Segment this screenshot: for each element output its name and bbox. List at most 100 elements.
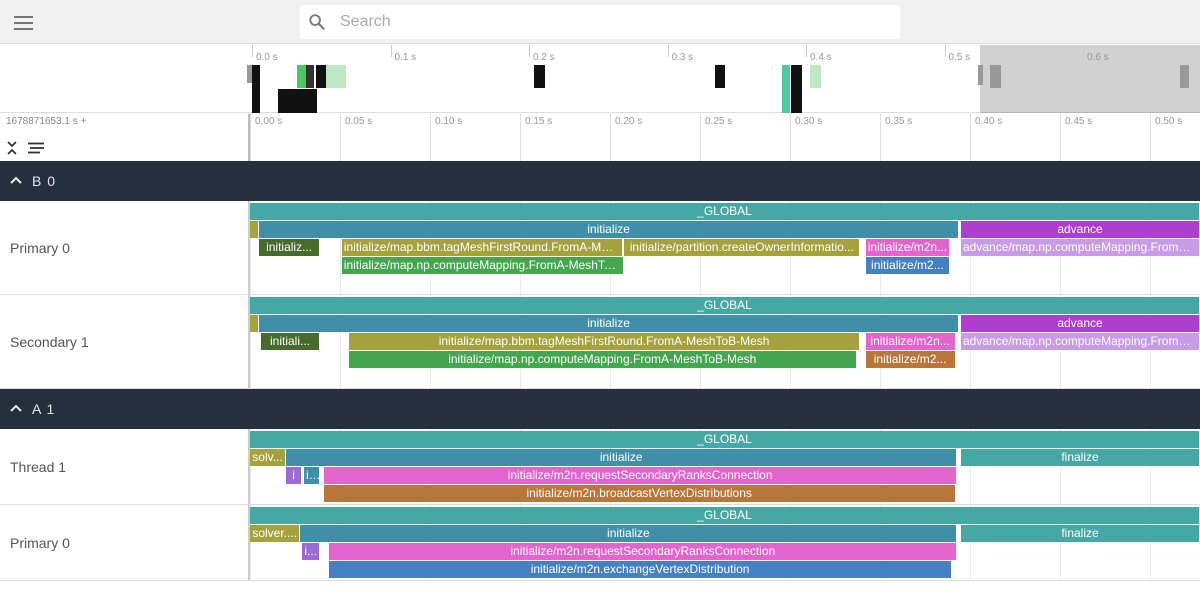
trace-slice[interactable]: initialize/map.np.computeMapping.FromA-M… (349, 351, 856, 368)
trace-slice[interactable]: _GLOBAL (250, 203, 1199, 220)
trace-slice[interactable]: initialize/map.bbm.tagMeshFirstRound.Fro… (349, 333, 860, 350)
time-axis-gridline (610, 114, 611, 161)
trace-slice[interactable]: initialize (259, 315, 959, 332)
track-gridline (1150, 429, 1151, 504)
trace-slice[interactable]: i (286, 467, 302, 484)
overview-tick (390, 45, 392, 57)
track-gridline (1060, 429, 1061, 504)
track-shell-divider (248, 505, 250, 580)
trace-slice[interactable]: _GLOBAL (250, 431, 1199, 448)
chevron-up-icon (10, 404, 22, 412)
trace-slice[interactable]: initializ... (259, 239, 320, 256)
overview-tick (667, 45, 669, 57)
trace-slice[interactable]: initialize (300, 525, 957, 542)
trace-slice[interactable]: advance (961, 315, 1199, 332)
overview-activity-block (306, 65, 314, 88)
time-axis-tick-label: 0.35 s (885, 116, 913, 127)
trace-slice[interactable]: solv... (250, 449, 285, 466)
process-header-b0[interactable]: B 0 (0, 161, 1200, 201)
track-gridline (610, 505, 611, 580)
track-shell-divider (248, 429, 250, 504)
overview-activity-block (534, 65, 545, 88)
trace-slice[interactable]: initialize/map.bbm.tagMeshFirstRound.Fro… (341, 239, 622, 256)
collapse-all-icon[interactable] (5, 140, 19, 156)
overview-activity-block (278, 89, 317, 113)
track-gridline (610, 429, 611, 504)
process-header-a1[interactable]: A 1 (0, 389, 1200, 429)
trace-slice[interactable]: finalize (961, 525, 1199, 542)
trace-slice[interactable]: i... (304, 467, 320, 484)
time-axis-gridline (430, 114, 431, 161)
thread-label: Primary 0 (10, 535, 70, 551)
axis-divider (248, 114, 250, 161)
overview-activity-block (782, 65, 790, 113)
trace-slice[interactable]: initialize/m2... (865, 257, 950, 274)
track-gridline (880, 429, 881, 504)
track-gridline (790, 505, 791, 580)
hamburger-menu-icon[interactable] (10, 12, 38, 34)
overview-tick-label: 0.4 s (810, 52, 832, 63)
time-axis-tick-label: 0.00 s (255, 116, 283, 127)
trace-slice[interactable]: initialize (259, 221, 959, 238)
track-gridline (700, 505, 701, 580)
overview-activity-block (297, 65, 307, 88)
time-axis-gridline (520, 114, 521, 161)
trace-slice[interactable]: advance (961, 221, 1199, 238)
overview-activity-block (1180, 65, 1189, 88)
top-bar (0, 0, 1200, 44)
trace-slice[interactable]: initialize/m2n.requestSecondaryRanksConn… (329, 543, 957, 560)
trace-slice[interactable]: i... (302, 543, 320, 560)
trace-slice[interactable]: _GLOBAL (250, 297, 1199, 314)
trace-slice[interactable]: finalize (961, 449, 1199, 466)
track-gridline (1060, 505, 1061, 580)
time-axis-tick-label: 0.30 s (795, 116, 823, 127)
time-axis-tick-label: 0.05 s (345, 116, 373, 127)
trace-slice[interactable]: initialize/m2n.broadcastVertexDistributi… (323, 485, 955, 502)
trace-slice[interactable]: initialize/m2n... (865, 333, 955, 350)
track-filter-icon[interactable] (27, 142, 45, 154)
trace-slice[interactable] (250, 221, 258, 238)
trace-slice[interactable]: initialize/m2n... (865, 239, 950, 256)
trace-slice[interactable]: initialize/m2n.requestSecondaryRanksConn… (323, 467, 957, 484)
track-gridline (250, 201, 251, 294)
track-gridline (340, 201, 341, 294)
overview-tick (806, 45, 807, 57)
trace-slice[interactable]: initialize/m2n.exchangeVertexDistributio… (329, 561, 951, 578)
trace-slice[interactable]: initialize (286, 449, 957, 466)
trace-slice[interactable]: _GLOBAL (250, 507, 1199, 524)
time-axis-gridline (340, 114, 341, 161)
trace-slice[interactable]: advance/map.np.computeMapping.FromA-Mesh… (961, 333, 1199, 350)
track-shell-divider (248, 201, 250, 294)
overview-activity-block (247, 65, 252, 83)
time-axis-gridline (880, 114, 881, 161)
track-gridline (520, 429, 521, 504)
overview-tick (252, 45, 253, 57)
overview-activity-block (316, 65, 326, 88)
trace-slice[interactable]: initialize/map.np.computeMapping.FromA-M… (341, 257, 624, 274)
search-input[interactable] (340, 5, 890, 39)
time-axis-tick-label: 0.40 s (975, 116, 1003, 127)
trace-slice[interactable] (250, 315, 258, 332)
time-axis-gridline (970, 114, 971, 161)
time-axis-tick-label: 0.10 s (435, 116, 463, 127)
overview-visible-window[interactable] (980, 45, 1200, 113)
trace-slice[interactable]: initialize/partition.createOwnerInformat… (624, 239, 860, 256)
track-gridline (970, 429, 971, 504)
trace-slice[interactable]: solver.... (250, 525, 300, 542)
trace-slice[interactable]: advance/map.np.computeMapping.FromA-Mesh… (961, 239, 1199, 256)
trace-slice[interactable]: initialize/m2... (865, 351, 955, 368)
overview-tick-label: 0.0 s (256, 52, 278, 63)
track-gridline (250, 295, 251, 388)
trace-slice[interactable]: initiali... (260, 333, 320, 350)
overview-tick (1083, 45, 1084, 57)
track-gridline (250, 429, 251, 504)
search-icon (309, 14, 325, 30)
track-gridline (340, 429, 341, 504)
track-gridline (430, 505, 431, 580)
